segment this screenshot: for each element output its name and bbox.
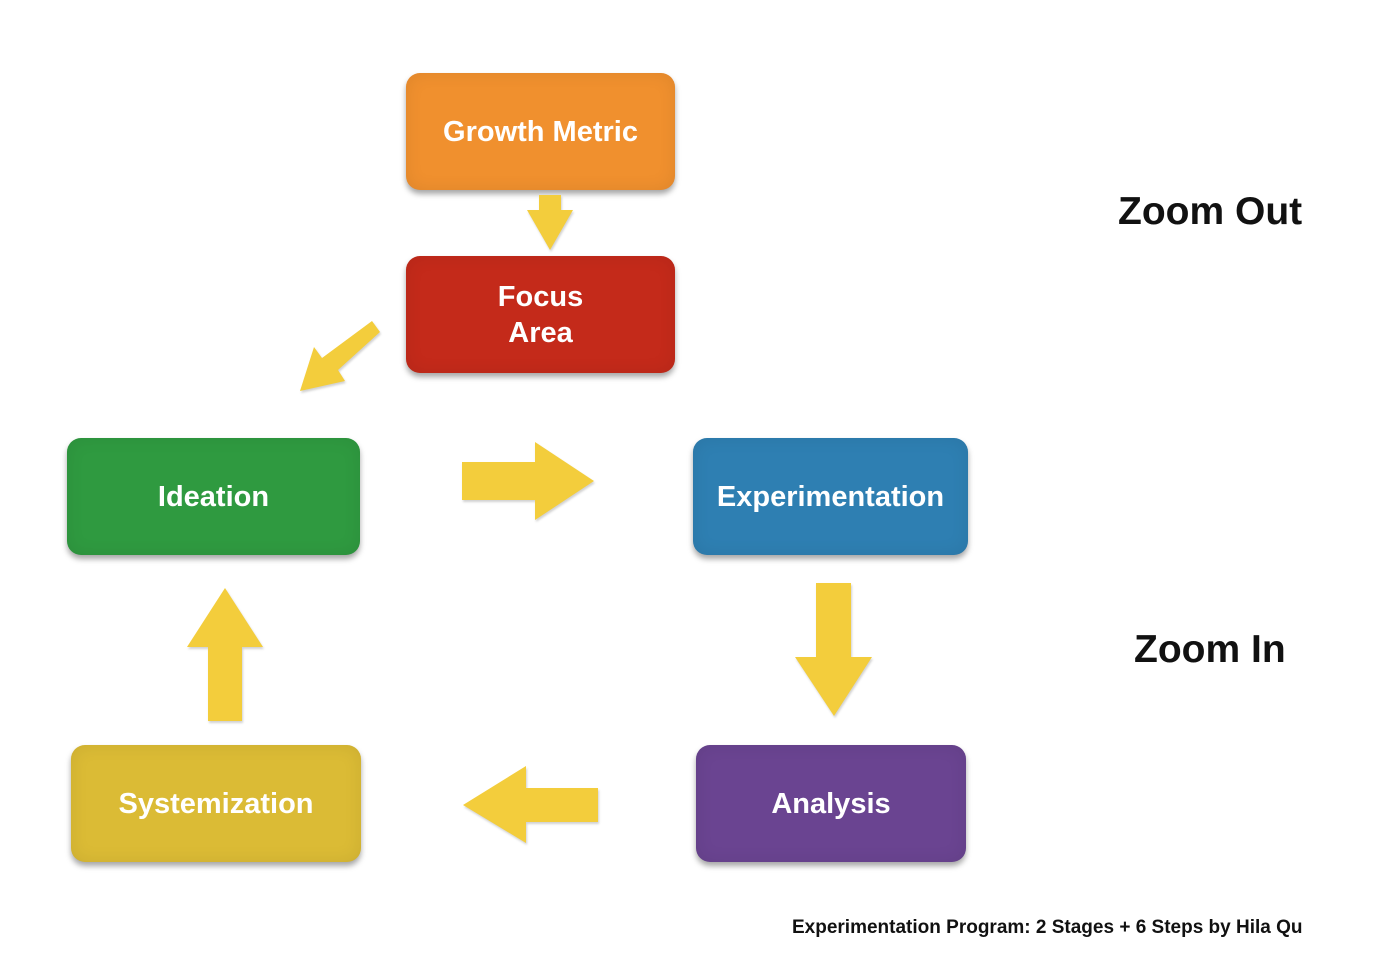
- ideation-box: Ideation: [67, 438, 360, 555]
- analysis-label: Analysis: [771, 787, 891, 820]
- arrow-down-growth-to-focus: [527, 195, 573, 250]
- ideation-label: Ideation: [157, 480, 270, 513]
- arrow-up-systemization-to-ideation: [187, 588, 263, 721]
- arrow-diagonal-focus-to-ideation: [300, 321, 380, 391]
- experimentation-label: Experimentation: [716, 480, 945, 513]
- analysis-box: Analysis: [696, 745, 966, 862]
- zoom-out-label: Zoom Out: [1118, 190, 1303, 233]
- growth-metric-box: Growth Metric: [406, 73, 675, 190]
- zoom-in-label: Zoom In: [1134, 628, 1286, 671]
- arrow-left-analysis-to-systemization: [463, 766, 598, 843]
- systemization-label: Systemization: [118, 787, 314, 820]
- systemization-box: Systemization: [71, 745, 361, 862]
- arrow-down-experimentation-to-analysis: [795, 583, 872, 716]
- focus-area-box: Focus Area: [406, 256, 675, 373]
- growth-metric-label: Growth Metric: [443, 115, 638, 148]
- focus-area-label: Focus Area: [497, 280, 584, 349]
- experimentation-box: Experimentation: [693, 438, 968, 555]
- arrow-right-ideation-to-experimentation: [462, 442, 594, 520]
- caption: Experimentation Program: 2 Stages + 6 St…: [792, 917, 1303, 938]
